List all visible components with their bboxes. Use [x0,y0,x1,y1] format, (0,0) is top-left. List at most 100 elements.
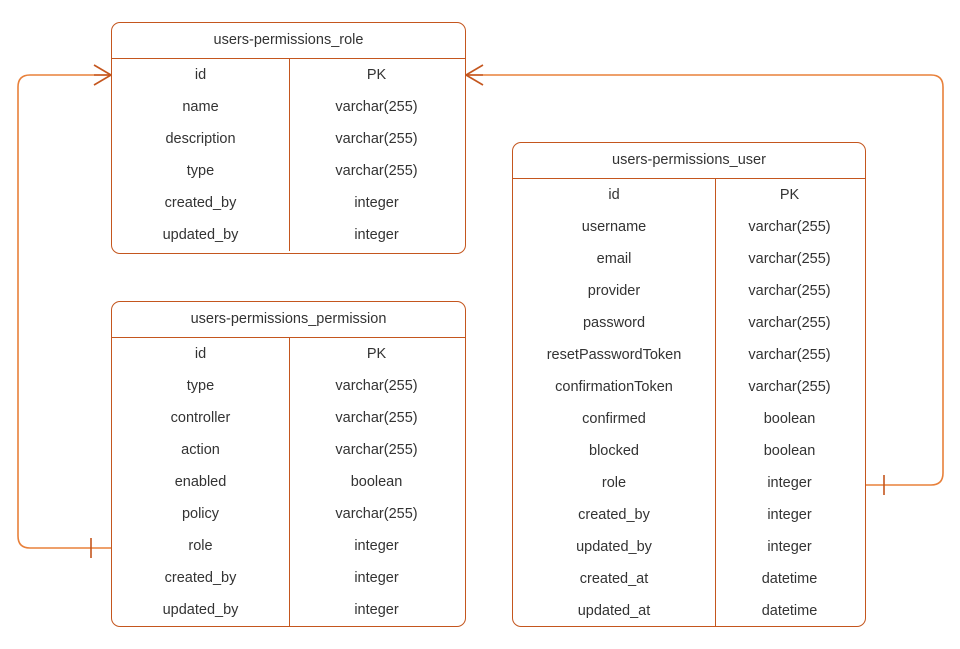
field-type: varchar(255) [748,315,831,331]
field-name: created_at [579,571,649,587]
field-name: resetPasswordToken [546,347,682,363]
table-row[interactable]: password varchar(255) [513,307,865,339]
table-row[interactable]: controller varchar(255) [112,402,465,434]
field-name: id [194,346,207,362]
field-type: integer [354,570,399,586]
field-name: type [186,378,215,394]
field-type: varchar(255) [748,347,831,363]
table-row[interactable]: email varchar(255) [513,243,865,275]
table-row[interactable]: created_by integer [112,562,465,594]
field-type: PK [366,67,387,83]
field-type: PK [366,346,387,362]
table-row[interactable]: username varchar(255) [513,211,865,243]
relationship-permission-role[interactable] [17,64,112,558]
table-row[interactable]: created_by integer [513,499,865,531]
table-row[interactable]: updated_by integer [112,594,465,626]
field-type: boolean [350,474,403,490]
field-type: PK [779,187,800,203]
field-name: created_by [164,195,237,211]
table-row[interactable]: confirmed boolean [513,403,865,435]
table-row[interactable]: policy varchar(255) [112,498,465,530]
field-type: integer [767,475,812,491]
entity-fields-permission: id PK type varchar(255) controller varchar(25… [112,338,465,626]
field-type: integer [767,507,812,523]
column-divider-user [715,179,716,626]
field-type: integer [354,538,399,554]
field-name: provider [587,283,641,299]
column-divider-permission [289,338,290,626]
field-type: varchar(255) [748,379,831,395]
field-type: integer [354,227,399,243]
table-row[interactable]: action varchar(255) [112,434,465,466]
field-name: action [181,442,220,458]
field-type: varchar(255) [748,251,831,267]
column-divider-role [289,59,290,251]
field-type: varchar(255) [335,442,418,458]
crowsfoot-many-icon-left [93,64,112,86]
field-name: username [581,219,647,235]
field-type: varchar(255) [748,283,831,299]
field-name: id [608,187,620,203]
field-type: varchar(255) [335,163,418,179]
table-row[interactable]: id PK [112,59,465,91]
field-type: boolean [763,411,816,427]
field-name: created_by [578,507,650,523]
field-type: varchar(255) [335,99,418,115]
field-type: datetime [761,603,818,619]
field-name: updated_by [576,539,652,555]
field-name: description [165,131,236,147]
table-row[interactable]: role integer [513,467,865,499]
crowsfoot-many-icon-right [465,64,484,86]
table-row[interactable]: blocked boolean [513,435,865,467]
table-row[interactable]: updated_at datetime [513,595,865,626]
table-row[interactable]: id PK [112,338,465,370]
field-name: confirmationToken [555,379,673,395]
field-name: enabled [174,474,227,490]
field-name: controller [170,410,231,426]
field-name: email [596,251,632,267]
field-name: policy [181,506,220,522]
field-name: updated_by [162,227,239,243]
field-name: role [188,538,213,554]
table-row[interactable]: confirmationToken varchar(255) [513,371,865,403]
field-type: integer [354,602,399,618]
table-row[interactable]: resetPasswordToken varchar(255) [513,339,865,371]
entity-title-permission: users-permissions_permission [112,302,465,338]
field-name: updated_by [162,602,239,618]
table-row[interactable]: type varchar(255) [112,370,465,402]
field-name: type [186,163,215,179]
field-type: boolean [763,443,816,459]
table-row[interactable]: enabled boolean [112,466,465,498]
field-name: created_by [164,570,237,586]
entity-fields-user: id PK username varchar(255) email varchar(255… [513,179,865,626]
entity-title-user: users-permissions_user [513,143,865,179]
field-name: updated_at [577,603,651,619]
table-row[interactable]: role integer [112,530,465,562]
field-type: varchar(255) [335,378,418,394]
table-row[interactable]: type varchar(255) [112,155,465,187]
field-name: blocked [589,443,639,459]
table-row[interactable]: provider varchar(255) [513,275,865,307]
table-row[interactable]: name varchar(255) [112,91,465,123]
field-name: role [601,475,627,491]
table-row[interactable]: id PK [513,179,865,211]
field-type: varchar(255) [335,410,418,426]
field-type: varchar(255) [335,506,418,522]
field-name: name [182,99,219,115]
entity-title-role: users-permissions_role [112,23,465,59]
field-type: datetime [761,571,818,587]
field-name: password [582,315,646,331]
table-row[interactable]: created_at datetime [513,563,865,595]
field-name: confirmed [582,411,646,427]
field-name: id [194,67,207,83]
table-row[interactable]: updated_by integer [112,219,465,251]
field-type: varchar(255) [748,219,831,235]
